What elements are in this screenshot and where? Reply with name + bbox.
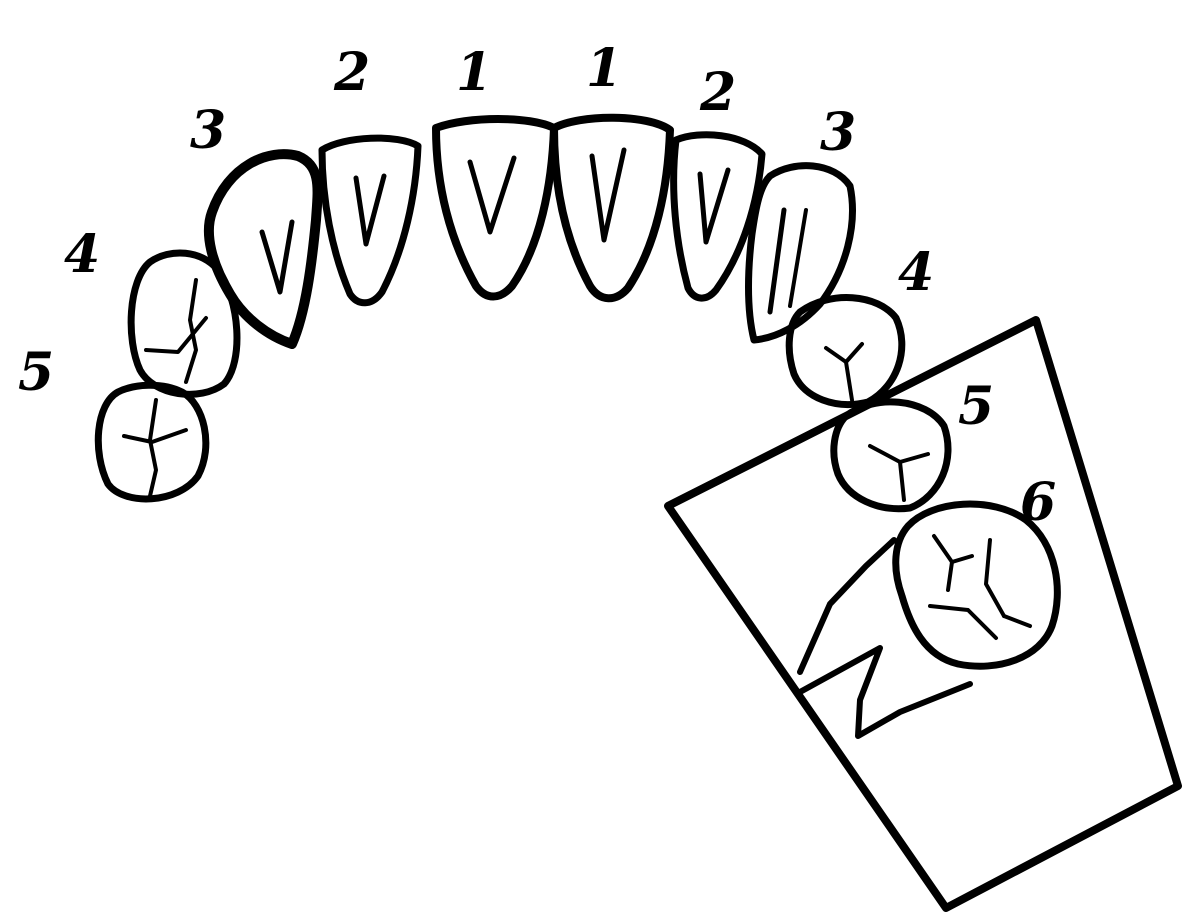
label-right-2: 2 [699,62,736,123]
wire-spring [800,540,970,736]
left-central-incisor [436,119,554,297]
label-right-1: 1 [586,38,622,99]
label-left-5: 5 [18,342,54,403]
label-left-4: 4 [64,224,100,285]
label-right-6: 6 [1020,472,1056,533]
label-left-2: 2 [333,42,370,103]
label-right-5: 5 [958,376,994,437]
left-second-premolar [98,385,206,499]
label-left-3: 3 [190,100,226,161]
label-right-3: 3 [820,102,856,163]
left-lateral-incisor [322,138,418,303]
label-left-1: 1 [456,42,492,103]
right-central-incisor [554,118,670,299]
left-canine [209,154,318,344]
label-right-4: 4 [898,242,934,303]
